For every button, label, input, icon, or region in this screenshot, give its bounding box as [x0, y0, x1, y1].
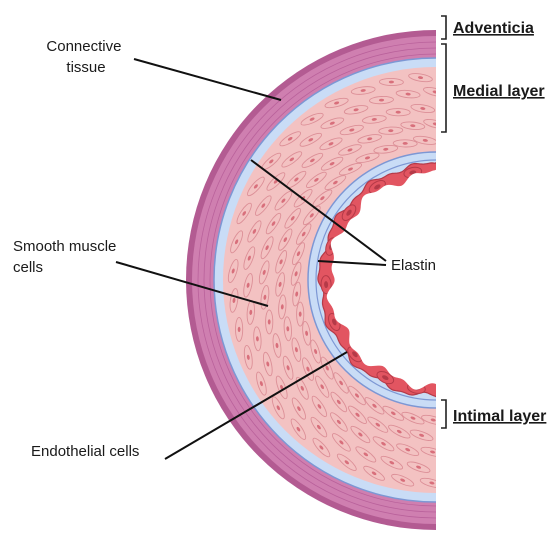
intimal-layer-heading: Intimal layer — [453, 408, 546, 425]
connective-tissue-label-line2: tissue — [66, 59, 105, 76]
muscle-cell-nucleus — [238, 327, 241, 332]
adventicia-heading: Adventicia — [453, 20, 534, 37]
smooth-muscle-label-line1: Smooth muscle — [13, 238, 116, 255]
artery-wall — [186, 30, 560, 530]
connective-tissue-leader — [134, 59, 281, 100]
intimal-bracket — [441, 400, 446, 428]
medial-layer-heading: Medial layer — [453, 83, 545, 100]
smooth-muscle-label: Smooth muscle cells — [13, 238, 121, 276]
muscle-cell-nucleus — [268, 319, 271, 324]
connective-tissue-label: Connective tissue — [46, 38, 125, 76]
elastin-label: Elastin — [391, 257, 436, 274]
muscle-cell-nucleus — [299, 311, 302, 316]
endothelial-cells-label: Endothelial cells — [31, 443, 139, 460]
connective-tissue-label-line1: Connective — [46, 38, 121, 55]
smooth-muscle-label-line2: cells — [13, 259, 43, 276]
medial-bracket — [441, 44, 446, 132]
adventicia-bracket — [441, 16, 446, 39]
layer-brackets — [441, 16, 446, 428]
